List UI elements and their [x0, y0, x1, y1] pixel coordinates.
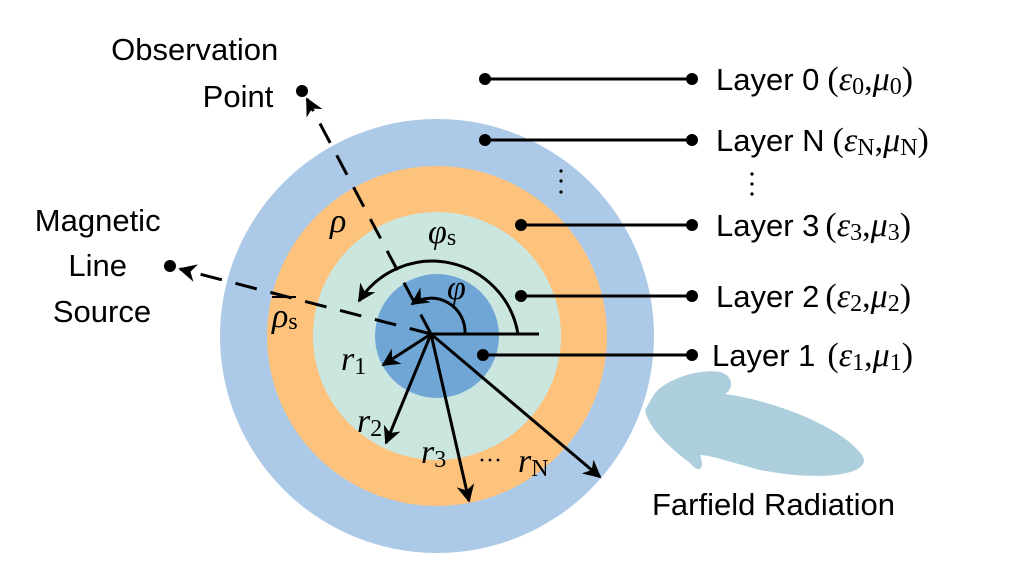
leader-layer0-dot-end: [686, 73, 698, 85]
layer1-label: Layer 1(ε1,μ1): [712, 337, 913, 376]
rho-s-label: ρs: [271, 298, 298, 335]
r2-arrow: [383, 333, 433, 445]
rho-label: ρ: [329, 203, 346, 240]
source-ray: [178, 264, 432, 336]
leader-layer1-dot-end: [686, 349, 698, 361]
rN-arrow: [430, 332, 602, 479]
r3-arrow: [429, 333, 475, 503]
observation-ray: [305, 97, 433, 335]
leader-layer0-dot-start: [479, 73, 491, 85]
leader-layerN-dot-start: [479, 134, 491, 146]
layer-labels: Layer 0(ε0,μ0) Layer N(εN,μN) Layer 3(ε3…: [559, 61, 929, 376]
leader-layer2-dot-end: [686, 290, 698, 302]
leader-layerN-dot-end: [686, 134, 698, 146]
layer3-label: Layer 3(ε3,μ3): [716, 207, 911, 246]
farfield-lobe: [645, 371, 864, 476]
magnetic-source-dot: [164, 260, 176, 272]
horizontal-ellipsis: ···: [478, 448, 502, 474]
phi-s-arc: [357, 259, 520, 335]
r1-label: r1: [341, 341, 366, 380]
phi-arc: [410, 287, 467, 335]
layer2-label: Layer 2(ε2,μ2): [716, 278, 911, 317]
r3-label: r3: [421, 434, 446, 473]
phi-s-label: φs: [428, 214, 456, 251]
rN-label: rN: [518, 443, 549, 482]
farfield-radiation-label: Farfield Radiation: [652, 487, 895, 522]
layer-leaders: [477, 73, 698, 361]
magnetic-line-source-label: Magnetic Line Source: [35, 203, 169, 329]
leader-layer3-dot-start: [515, 219, 527, 231]
r2-label: r2: [357, 403, 382, 442]
leader-layer2-dot-start: [515, 290, 527, 302]
layerN-label: Layer N(εN,μN): [716, 122, 929, 161]
phi-label: φ: [447, 270, 466, 307]
leader-layer1-dot-start: [477, 349, 489, 361]
leader-layer3-dot-end: [686, 219, 698, 231]
r1-arrow: [381, 332, 432, 367]
layer-1-region: [375, 274, 499, 398]
observation-point-label: Observation Point: [111, 32, 287, 114]
layer0-label: Layer 0(ε0,μ0): [716, 61, 913, 100]
observation-point-dot: [296, 85, 308, 97]
vertical-ellipsis-in-layer-n: [559, 169, 563, 194]
vertical-ellipsis-in-labels: [750, 172, 754, 196]
